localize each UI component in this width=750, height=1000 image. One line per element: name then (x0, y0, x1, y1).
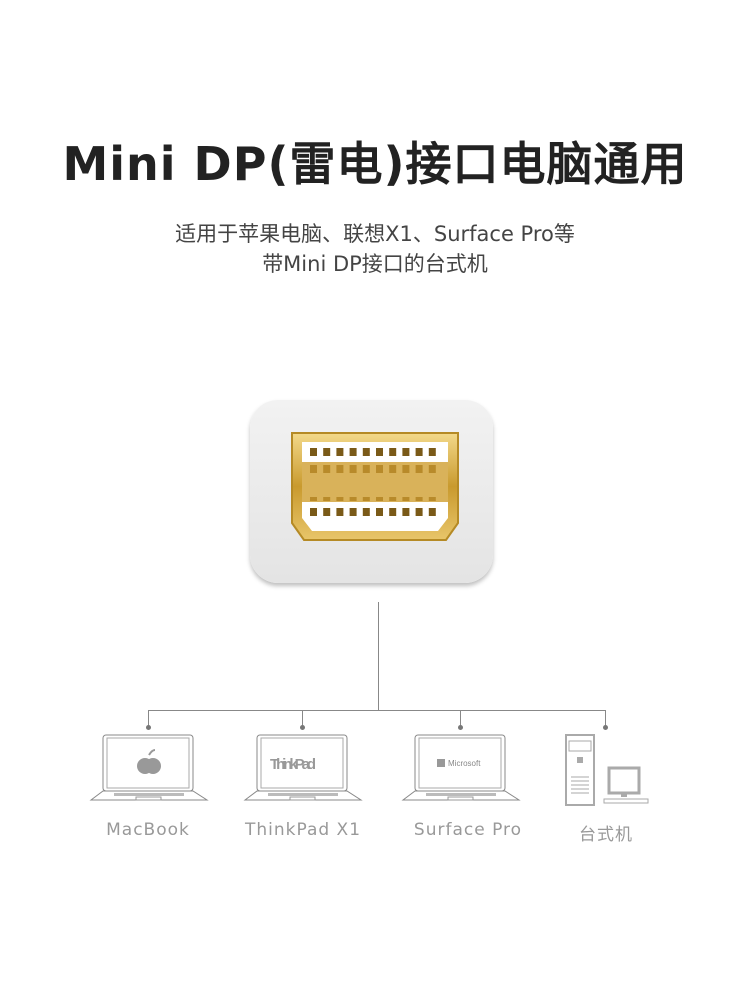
connector-pin (415, 448, 423, 456)
connector-pin (428, 508, 436, 516)
branch-dot (458, 725, 463, 730)
connector-pin (336, 508, 344, 516)
connector-pin (310, 497, 317, 501)
page-title: Mini DP(雷电)接口电脑通用 (62, 137, 688, 191)
branch-line (460, 710, 461, 726)
connector-line-vertical (378, 602, 379, 710)
desktop-computer-icon (565, 734, 649, 806)
device-label-macbook: MacBook (106, 820, 190, 840)
connector-pin (415, 497, 423, 501)
connector-line-horizontal (148, 710, 606, 711)
connector-pin (376, 497, 383, 501)
branch-line (605, 710, 606, 726)
connector-pin (376, 465, 383, 473)
branch-dot (300, 725, 305, 730)
subtitle-line-1: 适用于苹果电脑、联想X1、Surface Pro等 (175, 222, 575, 246)
apple-laptop-icon (89, 734, 209, 801)
connector-pin (428, 448, 436, 456)
connector-pin (389, 508, 397, 516)
microsoft-logo: Microsoft (448, 759, 481, 768)
connector-pin (402, 448, 410, 456)
device-label-desktop: 台式机 (579, 825, 633, 845)
branch-line (148, 710, 149, 726)
branch-line (302, 710, 303, 726)
connector-pin (310, 508, 317, 516)
connector-pin (402, 508, 410, 516)
connector-pin (376, 508, 383, 516)
device-label-thinkpad: ThinkPad X1 (244, 820, 362, 840)
connector-pin (336, 465, 344, 473)
connector-pin (428, 465, 436, 473)
connector-pin (323, 448, 331, 456)
branch-dot (603, 725, 608, 730)
connector-pin (323, 508, 331, 516)
connector-pin (349, 497, 357, 501)
connector-pin (376, 448, 383, 456)
connector-pin (310, 465, 317, 473)
mini-dp-port-image (250, 400, 493, 583)
connector-pin (349, 448, 357, 456)
connector-pin (389, 497, 397, 501)
connector-pin (336, 448, 344, 456)
connector-pin (389, 465, 397, 473)
connector-pin (402, 465, 410, 473)
connector-pin (362, 448, 370, 456)
mini-dp-connector-icon (291, 432, 459, 541)
branch-dot (146, 725, 151, 730)
connector-pin (323, 497, 331, 501)
subtitle-line-2: 带Mini DP接口的台式机 (262, 252, 488, 276)
connector-pin (415, 508, 423, 516)
connector-pin (349, 508, 357, 516)
connector-pin (349, 465, 357, 473)
thinkpad-laptop-icon: ThinkPad (243, 734, 363, 801)
connector-pin (402, 497, 410, 501)
connector-pin (362, 508, 370, 516)
connector-pin (415, 465, 423, 473)
thinkpad-logo: ThinkPad (270, 756, 316, 773)
connector-pin (336, 497, 344, 501)
microsoft-laptop-icon: Microsoft (401, 734, 521, 801)
connector-pin (310, 448, 317, 456)
connector-pin (362, 497, 370, 501)
connector-pin (323, 465, 331, 473)
connector-pin (428, 497, 436, 501)
connector-pin (362, 465, 370, 473)
device-label-surface: Surface Pro (413, 820, 523, 840)
connector-pin (389, 448, 397, 456)
